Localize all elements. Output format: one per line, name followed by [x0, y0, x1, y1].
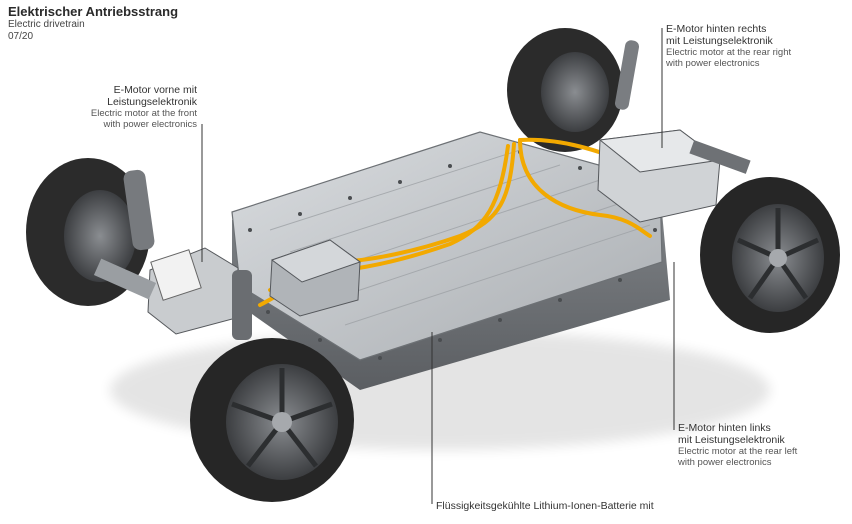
- rear-left-motor-label-de-2: mit Leistungselektronik: [678, 434, 785, 446]
- rear-right-motor-label-de-2: mit Leistungselektronik: [666, 35, 773, 47]
- header: Elektrischer Antriebsstrang Electric dri…: [8, 4, 178, 43]
- page-title: Elektrischer Antriebsstrang: [8, 4, 179, 19]
- date-code: 07/20: [8, 31, 34, 42]
- rear-right-wheel: [700, 177, 840, 333]
- battery-label-de-1: Flüssigkeitsgekühlte Lithium-Ionen-Batte…: [436, 500, 654, 512]
- front-motor-label-en-1: Electric motor at the front: [90, 108, 197, 119]
- battery-callout: Flüssigkeitsgekühlte Lithium-Ionen-Batte…: [436, 500, 654, 512]
- rear-left-motor-label-en-2: with power electronics: [678, 457, 772, 468]
- rear-right-motor-label-en-1: Electric motor at the rear right: [666, 47, 792, 58]
- front-motor-label-de-1: E-Motor vorne mit: [113, 84, 197, 96]
- rear-upper-wheel: [507, 28, 623, 152]
- rear-right-motor-callout: E-Motor hinten rechts mit Leistungselekt…: [666, 23, 791, 69]
- page-subtitle: Electric drivetrain: [8, 19, 85, 30]
- rear-motor-module: [597, 40, 751, 223]
- front-motor-label-de-2: Leistungselektronik: [107, 96, 197, 108]
- rear-right-motor-label-en-2: with power electronics: [666, 58, 760, 69]
- rear-left-motor-label-en-1: Electric motor at the rear left: [678, 446, 798, 457]
- front-motor-callout: E-Motor vorne mit Leistungselektronik El…: [91, 84, 197, 130]
- rear-left-motor-callout: E-Motor hinten links mit Leistungselektr…: [678, 422, 797, 468]
- front-motor-label-en-2: with power electronics: [103, 119, 197, 130]
- rear-left-motor-label-de-1: E-Motor hinten links: [678, 422, 771, 434]
- front-right-wheel: [190, 338, 354, 502]
- power-electronics-box: [269, 239, 362, 317]
- leader-lines: [201, 28, 675, 504]
- rear-right-motor-label-de-1: E-Motor hinten rechts: [666, 23, 767, 35]
- front-motor-module: [93, 169, 252, 340]
